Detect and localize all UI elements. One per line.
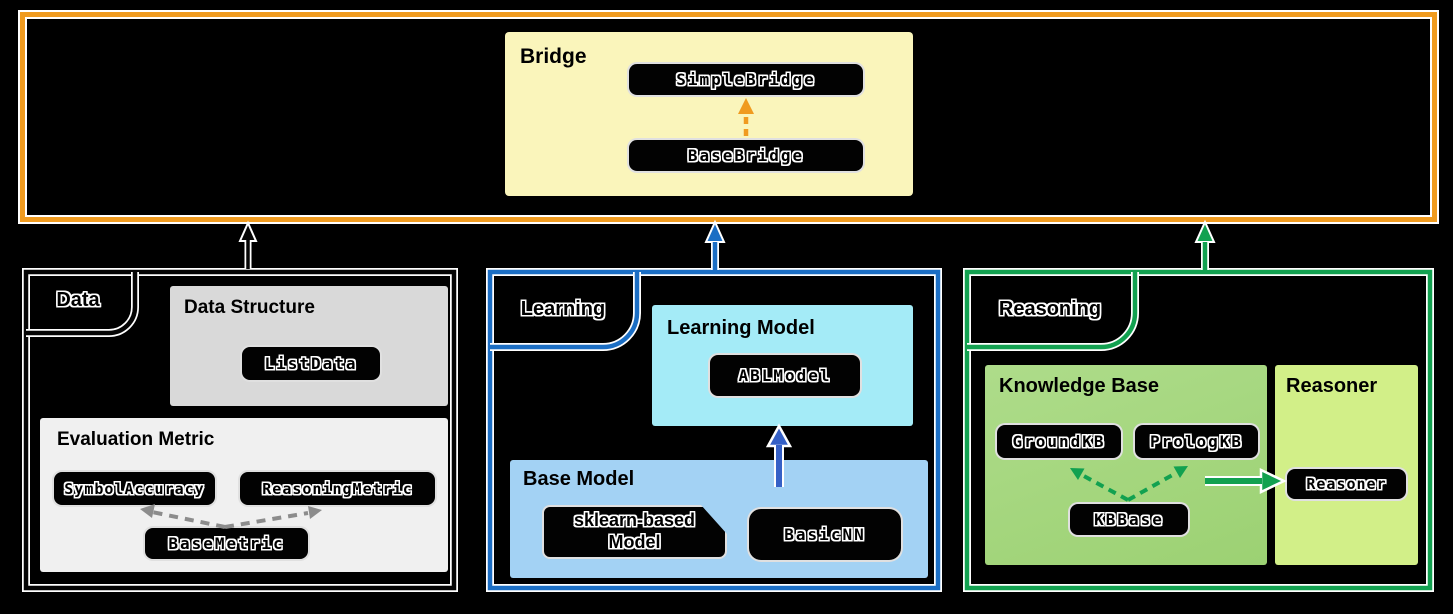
simplebridge-chip: SimpleBridge: [627, 62, 865, 97]
reasoner-title: Reasoner: [1286, 375, 1378, 397]
arrow-reasoning-to-bridge: [1194, 219, 1216, 270]
basebridge-label: BaseBridge: [687, 146, 805, 165]
ablmodel-label: ABLModel: [738, 366, 832, 385]
reasoningmetric-chip: ReasoningMetric: [238, 470, 437, 507]
listdata-chip: ListData: [240, 345, 382, 382]
arrow-data-to-bridge: [238, 220, 258, 269]
groundkb-label: GroundKB: [1012, 432, 1106, 451]
sklearn-model-chip: sklearn-based Model: [542, 505, 727, 559]
reasoningmetric-label: ReasoningMetric: [262, 479, 413, 498]
knowledge-base-title: Knowledge Base: [999, 375, 1160, 397]
sklearn-model-label: sklearn-based Model: [573, 510, 696, 552]
prologkb-label: PrologKB: [1149, 432, 1244, 451]
kbbase-label: KBBase: [1094, 510, 1164, 529]
groundkb-chip: GroundKB: [995, 423, 1123, 460]
reasoning-module-tab-label: Reasoning: [998, 298, 1102, 320]
reasoner-label: Reasoner: [1306, 475, 1387, 493]
basicnn-chip: BasicNN: [747, 507, 903, 562]
ablmodel-chip: ABLModel: [708, 353, 862, 398]
bridge-title: Bridge: [520, 45, 587, 68]
symbolaccuracy-chip: SymbolAccuracy: [52, 470, 217, 507]
listdata-label: ListData: [264, 354, 358, 373]
base-model-title: Base Model: [523, 468, 635, 490]
learning-model-title: Learning Model: [667, 317, 815, 339]
learning-module-tab-label: Learning: [520, 298, 606, 320]
prologkb-chip: PrologKB: [1133, 423, 1260, 460]
evaluation-metric-title: Evaluation Metric: [57, 429, 215, 450]
basemetric-chip: BaseMetric: [143, 526, 310, 561]
symbolaccuracy-label: SymbolAccuracy: [64, 479, 205, 498]
simplebridge-label: SimpleBridge: [676, 70, 816, 89]
data-module-tab-label: Data: [56, 289, 100, 311]
basebridge-chip: BaseBridge: [627, 138, 865, 173]
basemetric-label: BaseMetric: [168, 534, 285, 553]
reasoner-chip: Reasoner: [1285, 467, 1408, 501]
arrow-learning-to-bridge: [704, 219, 726, 270]
basicnn-label: BasicNN: [784, 525, 866, 544]
kbbase-chip: KBBase: [1068, 502, 1190, 537]
data-structure-title: Data Structure: [184, 297, 315, 318]
